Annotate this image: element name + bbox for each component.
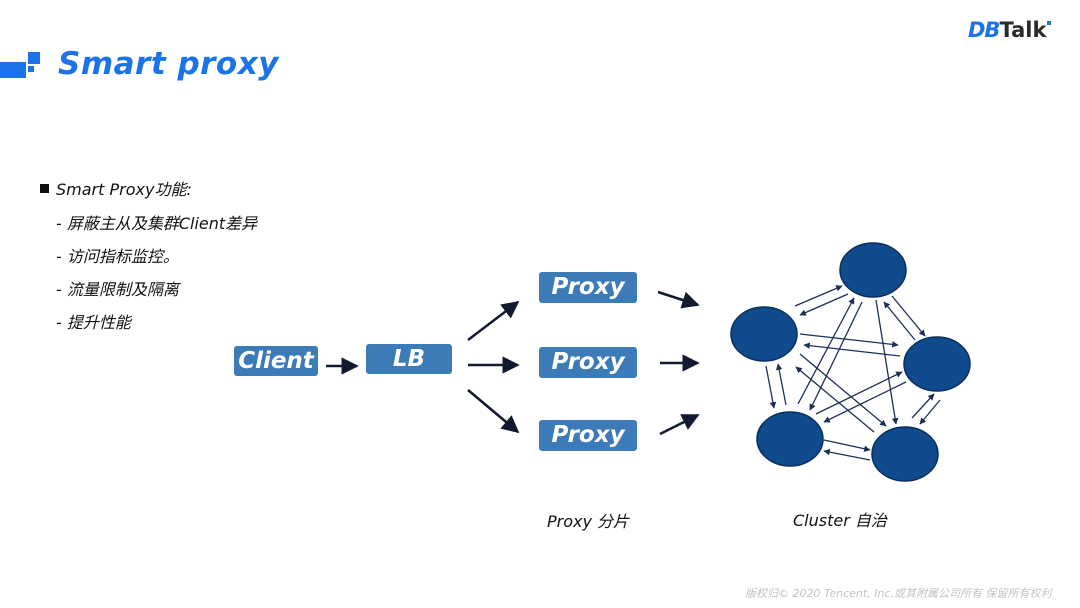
lb-proxy-arrow [467, 300, 520, 341]
feature-list: Smart Proxy功能: - 屏蔽主从及集群Client差异 - 访问指标监… [40, 176, 257, 332]
cluster-link [823, 439, 871, 452]
logo-dot-icon [1047, 21, 1052, 25]
cluster-link [891, 295, 926, 337]
feature-item: - 访问指标监控。 [56, 247, 179, 266]
dbtalk-logo: DB Talk [968, 18, 1052, 42]
cluster-link [875, 299, 899, 425]
cluster-node [839, 242, 907, 298]
corner-accent-icon [0, 52, 40, 78]
cluster-node [756, 411, 824, 467]
cluster-link [794, 285, 843, 307]
logo-mark: DB [968, 18, 1000, 42]
cluster-link [799, 353, 887, 427]
logo-text: Talk [999, 18, 1047, 42]
cluster-node [903, 336, 971, 392]
cluster-link [883, 301, 916, 341]
proxy-box [539, 347, 637, 378]
cluster-caption: Cluster 自治 [793, 511, 887, 530]
cluster-link [799, 293, 849, 316]
cluster-link [765, 365, 777, 409]
cluster-node [871, 426, 939, 482]
page-title: Smart proxy [58, 46, 279, 82]
proxy-label: Proxy [551, 349, 625, 375]
lb-box [366, 344, 452, 374]
feature-item: - 屏蔽主从及集群Client差异 [56, 214, 258, 233]
client-box [234, 346, 318, 376]
copyright-notice: 版权归© 2020 Tencent, Inc.或其附属公司所有 保留所有权利 [745, 587, 1052, 600]
cluster-link [911, 393, 935, 419]
feature-item: - 流量限制及隔离 [56, 280, 179, 299]
cluster-link [815, 371, 903, 415]
cluster-link [823, 381, 907, 423]
lb-label: LB [392, 346, 426, 372]
cluster-link [809, 301, 863, 411]
cluster-link [795, 366, 875, 433]
square-bullet-icon [40, 183, 49, 193]
feature-heading-text: Smart Proxy功能: [56, 180, 192, 199]
proxy-label: Proxy [551, 422, 625, 448]
cluster-link [919, 399, 941, 425]
cluster-link [823, 448, 871, 461]
cluster-node [730, 306, 798, 362]
lb-proxy-arrow [467, 389, 520, 434]
proxy-box [539, 420, 637, 451]
proxy-caption: Proxy 分片 [547, 512, 630, 531]
proxy-label: Proxy [551, 274, 625, 300]
proxy-cluster-arrow [657, 290, 700, 309]
cluster-link [803, 342, 901, 357]
cluster-link [799, 333, 899, 348]
feature-item: - 提升性能 [56, 313, 131, 332]
cluster-link [797, 297, 855, 405]
feature-heading: Smart Proxy功能: [40, 176, 257, 200]
proxy-cluster-arrow [659, 413, 700, 436]
proxy-box [539, 272, 637, 303]
cluster-link [775, 363, 787, 406]
client-label: Client [238, 348, 314, 374]
